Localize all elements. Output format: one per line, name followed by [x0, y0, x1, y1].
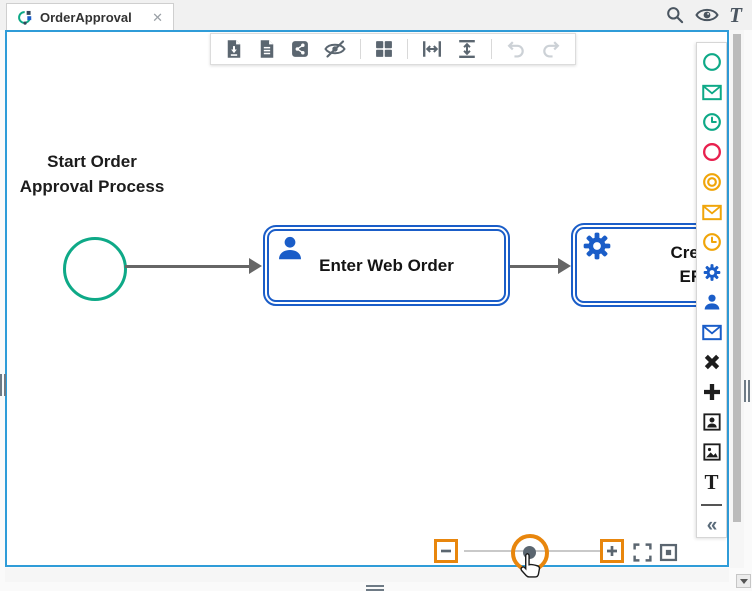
parallel-gateway-icon[interactable]: [702, 382, 722, 402]
bottom-splitter-handle[interactable]: [366, 585, 384, 591]
toolbar-separator: [491, 39, 492, 59]
grid-layout-icon[interactable]: [374, 39, 394, 59]
message-intermediate-event-icon[interactable]: [701, 202, 722, 222]
service-task-gear-icon[interactable]: [702, 262, 722, 282]
zoom-slider-handle[interactable]: [523, 546, 536, 559]
undo-icon: [505, 38, 527, 60]
right-splitter-handle[interactable]: [744, 380, 750, 402]
intermediate-event-icon[interactable]: [702, 172, 722, 192]
zoom-out-button[interactable]: [434, 539, 458, 563]
tab-title: OrderApproval: [40, 9, 132, 25]
task-enter-web-order[interactable]: Enter Web Order: [263, 225, 510, 306]
palette-separator: [701, 504, 722, 506]
user-icon: [275, 233, 305, 263]
export-file-icon[interactable]: [224, 38, 244, 60]
vertical-scrollbar-thumb[interactable]: [733, 34, 741, 522]
start-event-shape[interactable]: [63, 237, 127, 301]
header-actions: T: [665, 0, 744, 30]
process-diagram-icon: [18, 10, 32, 25]
zoom-in-button[interactable]: [600, 539, 624, 563]
toolbar-separator: [407, 39, 408, 59]
diagram-toolbar: [210, 33, 576, 65]
text-tool-icon[interactable]: T: [729, 2, 742, 27]
tab-orderapproval[interactable]: OrderApproval ✕: [6, 3, 174, 30]
shape-palette: T «: [696, 42, 727, 538]
timer-start-event-icon[interactable]: [702, 112, 722, 132]
redo-icon: [540, 38, 562, 60]
tab-bar: OrderApproval ✕ T: [0, 0, 752, 30]
timer-intermediate-event-icon[interactable]: [702, 232, 722, 252]
fit-screen-icon[interactable]: [632, 542, 653, 563]
text-annotation-icon[interactable]: T: [704, 469, 719, 494]
left-splitter-handle[interactable]: [0, 374, 6, 396]
toolbar-separator: [360, 39, 361, 59]
sequence-flow-2-arrowhead: [558, 258, 571, 274]
message-task-icon[interactable]: [701, 322, 722, 342]
diagram-canvas[interactable]: Start Order Approval Process Enter Web O…: [5, 30, 729, 567]
scroll-down-button[interactable]: [736, 574, 751, 588]
share-icon[interactable]: [290, 39, 310, 59]
message-start-event-icon[interactable]: [701, 82, 722, 102]
sequence-flow-1-arrowhead: [249, 258, 262, 274]
exclusive-gateway-icon[interactable]: [702, 352, 722, 372]
horizontal-scrollbar[interactable]: [5, 568, 729, 582]
sequence-flow-2[interactable]: [510, 265, 558, 268]
task-label: Enter Web Order: [319, 255, 454, 275]
preview-eye-icon[interactable]: [695, 6, 719, 24]
gear-icon: [581, 230, 613, 262]
reset-zoom-icon[interactable]: [658, 542, 679, 563]
end-event-icon[interactable]: [702, 142, 722, 162]
fit-height-icon[interactable]: [456, 38, 478, 60]
sequence-flow-1[interactable]: [125, 265, 249, 268]
user-task-person-icon[interactable]: [702, 292, 722, 312]
close-tab-icon[interactable]: ✕: [152, 9, 163, 25]
search-icon[interactable]: [665, 5, 685, 25]
collapse-palette-icon[interactable]: «: [706, 515, 718, 536]
start-event-label: Start Order Approval Process: [19, 152, 165, 196]
image-icon[interactable]: [702, 442, 722, 462]
document-outline-icon[interactable]: [257, 38, 277, 60]
fit-width-icon[interactable]: [421, 38, 443, 60]
start-event-icon[interactable]: [702, 52, 722, 72]
participant-card-icon[interactable]: [702, 412, 722, 432]
hide-preview-icon[interactable]: [323, 38, 347, 60]
